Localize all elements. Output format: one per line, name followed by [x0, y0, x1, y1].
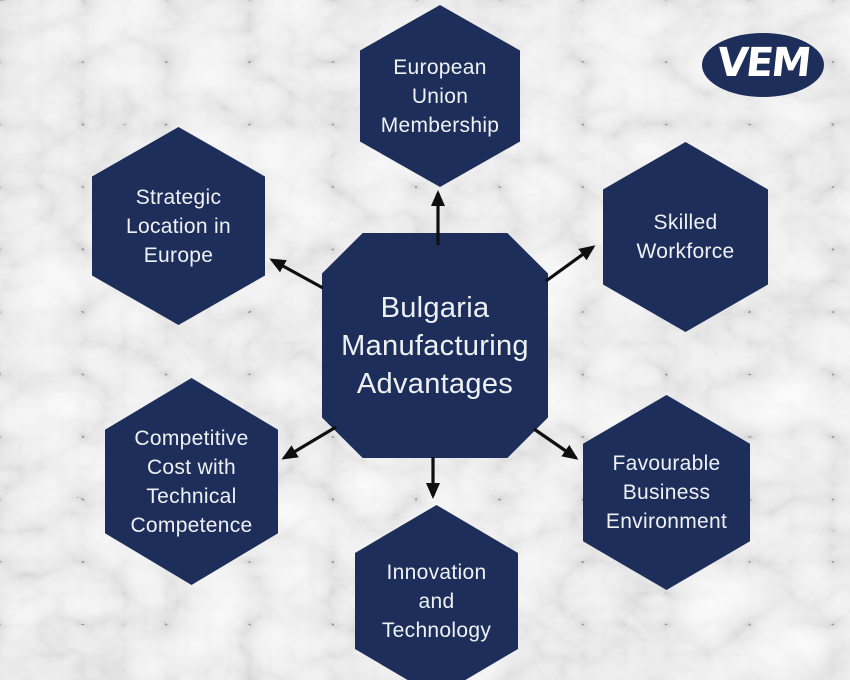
hexagon-strategic-location-in-europe: Strategic Location in Europe	[92, 127, 265, 325]
center-title-line: Bulgaria	[380, 291, 490, 324]
hexagon-label-line: Business	[622, 481, 711, 504]
arrow-to-skilled-workforce	[545, 245, 596, 283]
center-title-line: Advantages	[356, 367, 514, 400]
vem-logo: VEM	[702, 33, 824, 97]
hexagon-label-line: Skilled	[653, 211, 718, 234]
hexagon-label-line: Location in	[126, 214, 231, 238]
hexagon-skilled-workforce: Skilled Workforce	[603, 142, 768, 332]
arrow-to-competitive-cost-with-technical-competence	[281, 425, 337, 460]
hexagon-label-line: Union	[411, 84, 469, 108]
arrow-to-favourable-business-environment	[533, 427, 579, 460]
arrow-to-strategic-location-in-europe	[269, 258, 324, 290]
hexagon-european-union-membership: European Union Membership	[360, 5, 520, 187]
hexagon-label-line: Cost with	[146, 455, 237, 479]
hexagon-label-line: Strategic	[135, 185, 222, 209]
vem-logo-text: VEM	[714, 40, 812, 86]
hexagon-label-line: Europe	[143, 243, 214, 267]
hexagon-label-line: Innovation	[386, 560, 487, 584]
hexagon-label-line: European	[393, 55, 487, 79]
center-octagon: Bulgaria Manufacturing Advantages	[322, 233, 548, 458]
hexagon-competitive-cost-with-technical-competence: Competitive Cost with Technical Competen…	[105, 378, 278, 585]
hexagon-label-line: Workforce	[636, 240, 735, 263]
hexagon-label-line: Technology	[381, 618, 492, 642]
hexagon-label-line: Technical	[146, 484, 237, 508]
center-title-line: Manufacturing	[341, 329, 529, 362]
hexagon-label-line: Favourable	[612, 452, 721, 475]
hexagon-label-line: Competitive	[134, 426, 249, 450]
hexagon-label-line: Competence	[130, 513, 253, 537]
hexagon-label-line: Environment	[605, 510, 728, 533]
hexagon-innovation-and-technology: Innovation and Technology	[355, 505, 518, 680]
hexagon-label-line: Membership	[380, 113, 500, 137]
hexagon-label-line: and	[418, 589, 455, 613]
hexagon-favourable-business-environment: Favourable Business Environment	[583, 395, 750, 590]
